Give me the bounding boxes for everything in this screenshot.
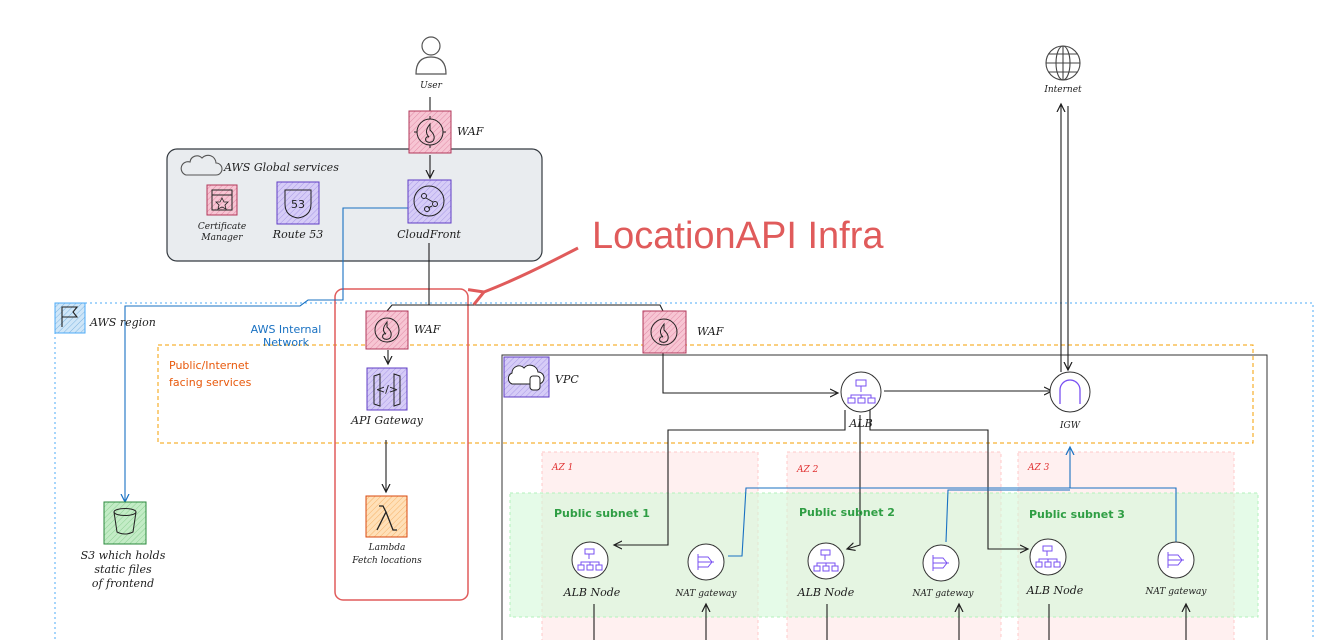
- api-gateway-label: API Gateway: [350, 414, 423, 427]
- alb-node-2-icon: [807, 542, 845, 580]
- public-services-label-1: Public/Internet: [169, 359, 250, 372]
- title-pointer-arrow: [467, 246, 579, 306]
- aws-region-boundary: [54, 302, 1314, 640]
- nat-gateway-2-icon: [922, 544, 960, 582]
- subnet1-label: Public subnet 1: [554, 507, 650, 520]
- internal-network-label-1: AWS Internal: [251, 323, 322, 336]
- cloudfront-to-s3-edge: [125, 207, 408, 502]
- subnet2-label: Public subnet 2: [799, 506, 895, 519]
- route53-badge: 53: [291, 198, 305, 211]
- global-services-box: [166, 148, 543, 262]
- vpc-icon: [503, 356, 550, 398]
- waf-to-alb-edge: [662, 352, 838, 393]
- waf-vpc-icon: [642, 310, 687, 354]
- alb-node-3-label: ALB Node: [1026, 584, 1084, 597]
- route53-label: Route 53: [272, 228, 323, 241]
- api-gateway-icon: </>: [366, 367, 408, 411]
- igw-icon: [1049, 371, 1091, 413]
- lambda-label-1: Lambda: [368, 543, 406, 553]
- nat-2-label: NAT gateway: [912, 589, 975, 599]
- s3-bucket-icon: [103, 501, 147, 545]
- waf-top-icon: [408, 110, 452, 154]
- alb-icon: [840, 371, 882, 413]
- internet-label: Internet: [1043, 85, 1082, 95]
- alb-to-node3-edge: [869, 410, 1028, 549]
- lambda-label-2: Fetch locations: [351, 556, 422, 566]
- nat2-to-igw-edge: [945, 489, 1070, 543]
- alb-node-1-icon: [571, 541, 609, 579]
- nat1-to-igw-edge: [728, 447, 1070, 557]
- alb-node-3-icon: [1029, 538, 1067, 576]
- s3-label-3: of frontend: [92, 577, 154, 590]
- waf-top-label: WAF: [457, 125, 484, 138]
- waf-api-label: WAF: [414, 323, 441, 336]
- user-label: User: [420, 81, 443, 91]
- locationapi-highlight: [334, 288, 469, 601]
- alb-label: ALB: [848, 417, 872, 430]
- alb-node-1-label: ALB Node: [563, 586, 621, 599]
- route53-icon: 53: [276, 181, 320, 225]
- globe-icon: [1045, 45, 1081, 81]
- alb-node-2-label: ALB Node: [797, 586, 855, 599]
- s3-label-2: static files: [94, 563, 152, 576]
- alb-to-node2-edge: [847, 415, 861, 549]
- alb-to-node1-edge: [614, 410, 846, 545]
- cloudfront-icon: [407, 179, 452, 224]
- az2-label: AZ 2: [796, 465, 819, 475]
- s3-label-1: S3 which holds: [81, 549, 166, 562]
- subnet3-label: Public subnet 3: [1029, 508, 1125, 521]
- vpc-boundary: [501, 354, 1268, 640]
- cloudfront-to-vpc-waf-edge: [429, 304, 664, 312]
- az3-label: AZ 3: [1027, 463, 1050, 473]
- nat-gateway-1-icon: [687, 543, 725, 581]
- internal-network-label-2: Network: [263, 336, 310, 349]
- global-services-label: AWS Global services: [223, 161, 339, 174]
- public-services-boundary: [157, 344, 1254, 444]
- cert-manager-label-2: Manager: [200, 233, 243, 243]
- cloud-icon: [180, 154, 223, 176]
- user-icon: [415, 36, 447, 75]
- public-subnet-band: [509, 492, 1259, 618]
- lambda-icon: [365, 495, 408, 538]
- waf-api-icon: [365, 310, 409, 350]
- diagram-title: LocationAPI Infra: [592, 215, 884, 257]
- public-services-label-2: facing services: [169, 376, 252, 389]
- aws-region-label: AWS region: [89, 316, 156, 329]
- vpc-label: VPC: [555, 373, 579, 386]
- certificate-manager-icon: [206, 184, 238, 216]
- region-flag-icon: [54, 302, 86, 334]
- svg-text:</>: </>: [376, 383, 398, 396]
- nat-1-label: NAT gateway: [675, 589, 738, 599]
- nat3-to-igw-edge: [1070, 487, 1177, 545]
- igw-label: IGW: [1059, 421, 1081, 431]
- nat-3-label: NAT gateway: [1145, 587, 1208, 597]
- az1-label: AZ 1: [551, 463, 573, 473]
- waf-vpc-label: WAF: [697, 325, 724, 338]
- cert-manager-label-1: Certificate: [198, 222, 246, 232]
- nat-gateway-3-icon: [1157, 541, 1195, 579]
- cloudfront-to-api-waf-edge: [386, 304, 429, 312]
- cloudfront-label: CloudFront: [397, 228, 461, 241]
